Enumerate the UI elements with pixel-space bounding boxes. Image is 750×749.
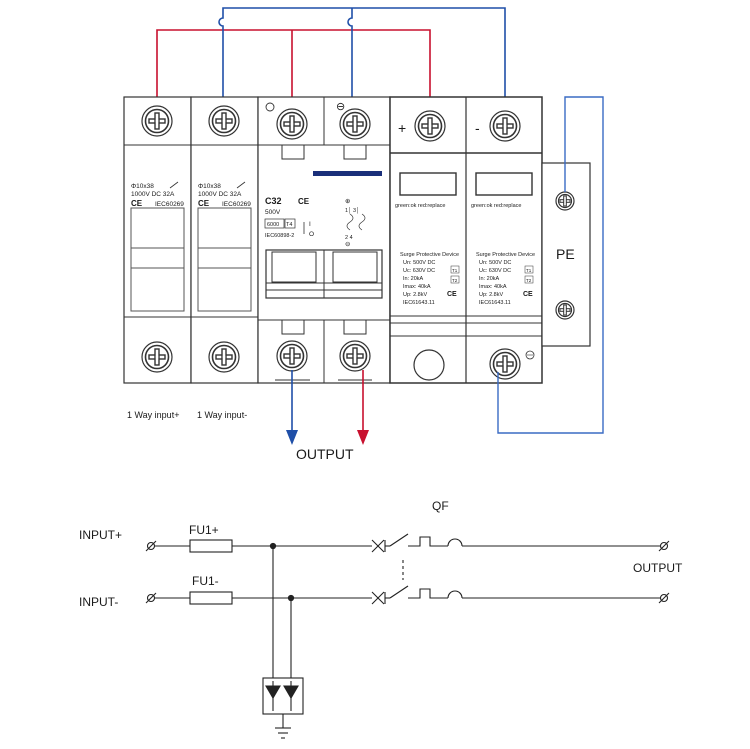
on-mark: I bbox=[309, 221, 311, 228]
spd-title: Surge Protective Device bbox=[476, 252, 535, 258]
spd-title: Surge Protective Device bbox=[400, 252, 459, 258]
plus-mark-icon bbox=[265, 102, 275, 112]
terminal-screw-icon[interactable] bbox=[339, 108, 371, 140]
indicator-lamp bbox=[413, 349, 445, 381]
terminal-polarity-bottom: ⊖ bbox=[345, 241, 351, 248]
terminal-screw-icon[interactable] bbox=[339, 340, 371, 372]
status-legend: green:ok red:replace bbox=[471, 203, 521, 209]
breaker-model: C32 bbox=[265, 196, 282, 206]
fuse-rating: 1000V DC 32A bbox=[198, 191, 242, 198]
breaker-standard: IEC60898-2 bbox=[265, 233, 294, 239]
ce-mark: CE bbox=[298, 197, 310, 206]
status-window bbox=[399, 172, 457, 196]
terminal-screw-icon[interactable] bbox=[555, 191, 575, 211]
ce-mark: CE bbox=[523, 291, 533, 298]
minus-terminal-mark: ⊖ bbox=[336, 101, 345, 113]
spd-spec: Up: 2.8kV bbox=[403, 292, 427, 298]
fuse-rating: 1000V DC 32A bbox=[131, 191, 175, 198]
spd-tag: T2 bbox=[526, 278, 532, 283]
ground-screw-icon[interactable] bbox=[489, 348, 521, 380]
pe-bar[interactable]: PE bbox=[541, 162, 591, 347]
terminal-screw-icon[interactable] bbox=[141, 105, 173, 137]
spd-standard: IEC61643.11 bbox=[403, 300, 435, 306]
input-plus-label: INPUT+ bbox=[79, 528, 122, 542]
spd-spec: Imax: 40kA bbox=[479, 284, 507, 290]
spd-spec: Uc: 630V DC bbox=[479, 268, 511, 274]
spd-standard: IEC61643.11 bbox=[479, 300, 511, 306]
arrow-down-icon bbox=[357, 430, 369, 445]
off-mark: O bbox=[309, 231, 314, 238]
spd-spec: Un: 500V DC bbox=[403, 260, 435, 266]
breaker-class: T4 bbox=[286, 222, 292, 228]
fuse-standard: IEC60269 bbox=[222, 201, 251, 208]
pin-numbers: 1│ 3│ bbox=[345, 207, 360, 214]
fuse-symbol-plus bbox=[189, 539, 233, 553]
breaker-handle[interactable] bbox=[265, 249, 383, 299]
pin-numbers-bottom: 2 4 bbox=[345, 235, 353, 241]
terminal-screw-icon[interactable] bbox=[414, 110, 446, 142]
fuse-size: Φ10x38 bbox=[198, 183, 221, 190]
pe-label: PE bbox=[556, 246, 575, 262]
spd-spec: Up: 2.8kV bbox=[479, 292, 503, 298]
ce-mark: CE bbox=[198, 199, 210, 208]
ce-mark: CE bbox=[131, 199, 143, 208]
fuse-caption-minus: 1 Way input- bbox=[197, 410, 247, 420]
breaker-capacity: 6000 bbox=[267, 222, 279, 228]
schematic bbox=[145, 533, 670, 739]
dc-breaker[interactable]: ⊖ C32 CE 500V 6000 T4 IEC60898-2 I O ⊕ 1… bbox=[257, 96, 391, 384]
pe-wires bbox=[497, 96, 604, 434]
spd-tag: T2 bbox=[452, 278, 458, 283]
spd-spec: Un: 500V DC bbox=[479, 260, 511, 266]
terminal-screw-icon[interactable] bbox=[489, 110, 521, 142]
fuse-holder-1[interactable]: Φ10x38 1000V DC 32A CE IEC60269 bbox=[123, 96, 192, 384]
terminal-screw-icon[interactable] bbox=[276, 340, 308, 372]
arrow-down-icon bbox=[286, 430, 298, 445]
qf-label: QF bbox=[432, 499, 449, 513]
handle-color-bar bbox=[313, 171, 382, 176]
terminal-screw-icon[interactable] bbox=[208, 341, 240, 373]
spd-spec: In: 20kA bbox=[403, 276, 424, 282]
output-wires bbox=[286, 370, 369, 445]
fuse-standard: IEC60269 bbox=[155, 201, 184, 208]
minus-sign: - bbox=[475, 120, 480, 136]
surge-protective-device[interactable]: + - green:ok red:replace green:ok red:re… bbox=[389, 96, 543, 384]
fuse-size: Φ10x38 bbox=[131, 183, 154, 190]
ce-mark: CE bbox=[447, 291, 457, 298]
terminal-screw-icon[interactable] bbox=[141, 341, 173, 373]
positive-wires bbox=[156, 29, 431, 97]
terminal-screw-icon[interactable] bbox=[555, 300, 575, 320]
input-minus-label: INPUT- bbox=[79, 595, 118, 609]
fu1-plus-label: FU1+ bbox=[189, 523, 219, 537]
fuse-holder-2[interactable]: Φ10x38 1000V DC 32A CE IEC60269 bbox=[190, 96, 259, 384]
fu1-minus-label: FU1- bbox=[192, 574, 219, 588]
spd-spec: In: 20kA bbox=[479, 276, 500, 282]
negative-wires bbox=[218, 7, 506, 97]
output-label: OUTPUT bbox=[296, 446, 354, 462]
spd-tag: T1 bbox=[452, 268, 458, 273]
terminal-screw-icon[interactable] bbox=[276, 108, 308, 140]
schematic-output-label: OUTPUT bbox=[633, 561, 683, 575]
spd-tag: T1 bbox=[526, 268, 532, 273]
spd-spec: Uc: 630V DC bbox=[403, 268, 435, 274]
terminal-screw-icon[interactable] bbox=[208, 105, 240, 137]
fuse-caption-plus: 1 Way input+ bbox=[127, 410, 179, 420]
breaker-voltage: 500V bbox=[265, 209, 281, 216]
status-legend: green:ok red:replace bbox=[395, 203, 445, 209]
fuse-symbol-minus bbox=[189, 591, 233, 605]
status-window bbox=[475, 172, 533, 196]
plus-sign: + bbox=[398, 120, 406, 136]
terminal-polarity-top: ⊕ bbox=[345, 198, 351, 205]
spd-spec: Imax: 40kA bbox=[403, 284, 431, 290]
